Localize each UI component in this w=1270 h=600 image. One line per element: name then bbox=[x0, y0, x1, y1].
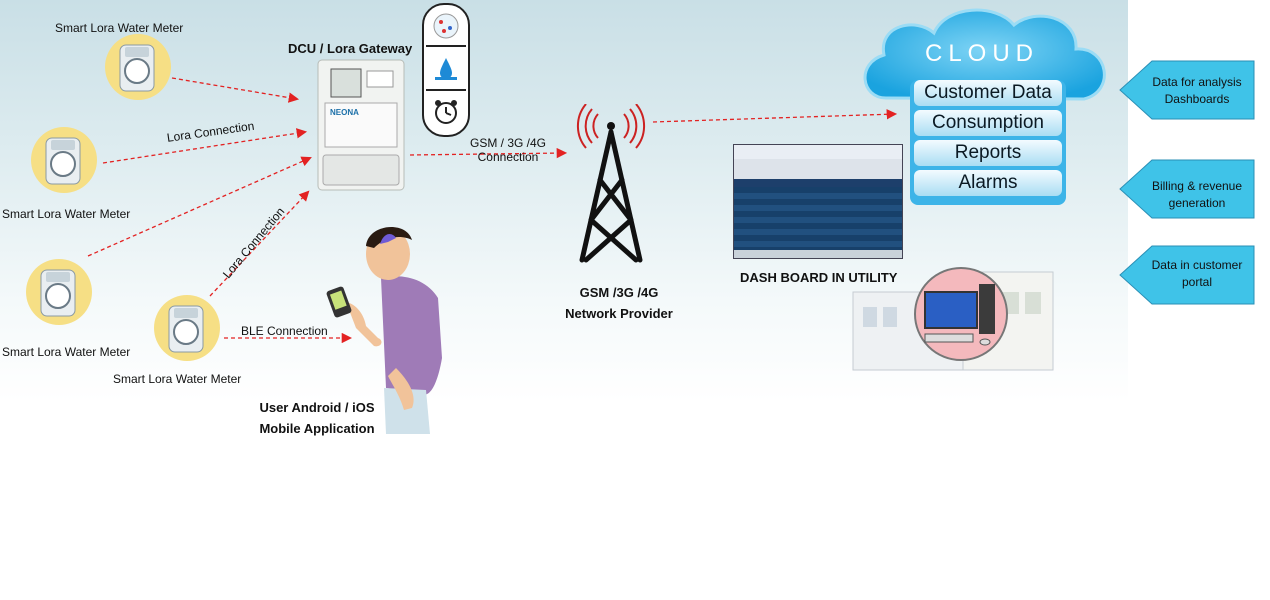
alarm-clock-icon bbox=[426, 93, 466, 131]
output-box-analysis bbox=[1119, 60, 1255, 120]
output-box-billing bbox=[1119, 159, 1255, 219]
meter-3-label: Smart Lora Water Meter bbox=[2, 345, 131, 359]
water-meter-2-icon bbox=[31, 127, 97, 193]
output-portal-line1: Data in customer bbox=[1151, 258, 1243, 272]
network-line2: Network Provider bbox=[565, 306, 673, 321]
arrow-meter3-gateway bbox=[87, 156, 312, 257]
output-billing-line1: Billing & revenue bbox=[1151, 179, 1243, 193]
output-box-portal bbox=[1119, 245, 1255, 305]
meter-1-label: Smart Lora Water Meter bbox=[55, 21, 184, 35]
mobile-app-line2: Mobile Application bbox=[259, 421, 375, 436]
cell-tower-icon bbox=[576, 104, 646, 263]
water-meter-4-icon bbox=[154, 295, 220, 361]
gsm-connection-label: GSM / 3G /4G Connection bbox=[458, 136, 558, 164]
cloud-item-consumption: Consumption bbox=[914, 110, 1062, 136]
arrow-meter4-gateway bbox=[209, 190, 310, 297]
cloud-item-reports: Reports bbox=[914, 140, 1062, 166]
mobile-user-person-icon bbox=[326, 227, 442, 434]
output-analysis-line1: Data for analysis bbox=[1152, 75, 1242, 89]
arrow-tower-cloud bbox=[652, 109, 898, 123]
output-billing-line2: generation bbox=[1168, 196, 1226, 210]
water-drop-icon bbox=[426, 49, 466, 91]
arrow-meter2-gateway bbox=[102, 128, 308, 164]
output-billing-text: Billing & revenue generation bbox=[1140, 178, 1254, 212]
gateway-brand: NEONA bbox=[330, 108, 359, 117]
gsm-connection-line2: Connection bbox=[477, 150, 539, 164]
water-meter-1-icon bbox=[105, 34, 171, 100]
network-line1: GSM /3G /4G bbox=[579, 285, 659, 300]
cloud-item-alarms: Alarms bbox=[914, 170, 1062, 196]
meter-4-label: Smart Lora Water Meter bbox=[113, 372, 242, 386]
cloud-item-customer-data: Customer Data bbox=[914, 80, 1062, 106]
meter-2-label: Smart Lora Water Meter bbox=[2, 207, 131, 221]
mobile-app-line1: User Android / iOS bbox=[259, 400, 375, 415]
mobile-app-panel bbox=[422, 3, 470, 137]
mobile-app-label: User Android / iOS Mobile Application bbox=[250, 397, 384, 439]
utility-building-icon bbox=[852, 267, 1054, 371]
output-portal-line2: portal bbox=[1181, 275, 1213, 289]
gateway-device-icon bbox=[317, 59, 405, 191]
output-analysis-line2: Dashboards bbox=[1164, 92, 1230, 106]
ble-connection-label: BLE Connection bbox=[241, 324, 328, 338]
dashboard-label: DASH BOARD IN UTILITY bbox=[740, 270, 898, 285]
output-portal-text: Data in customer portal bbox=[1140, 257, 1254, 291]
cloud-title: CLOUD bbox=[924, 40, 1039, 67]
arrow-gateway-tower bbox=[409, 147, 568, 159]
output-analysis-text: Data for analysis Dashboards bbox=[1140, 74, 1254, 108]
cloud-shape-icon bbox=[863, 8, 1106, 101]
network-provider-label: GSM /3G /4G Network Provider bbox=[549, 282, 689, 324]
arrow-meter1-gateway bbox=[171, 77, 300, 103]
map-icon bbox=[426, 7, 466, 47]
dashboard-screenshot bbox=[733, 144, 903, 259]
water-meter-3-icon bbox=[26, 259, 92, 325]
gateway-title: DCU / Lora Gateway bbox=[288, 41, 413, 56]
gsm-connection-line1: GSM / 3G /4G bbox=[469, 136, 547, 150]
